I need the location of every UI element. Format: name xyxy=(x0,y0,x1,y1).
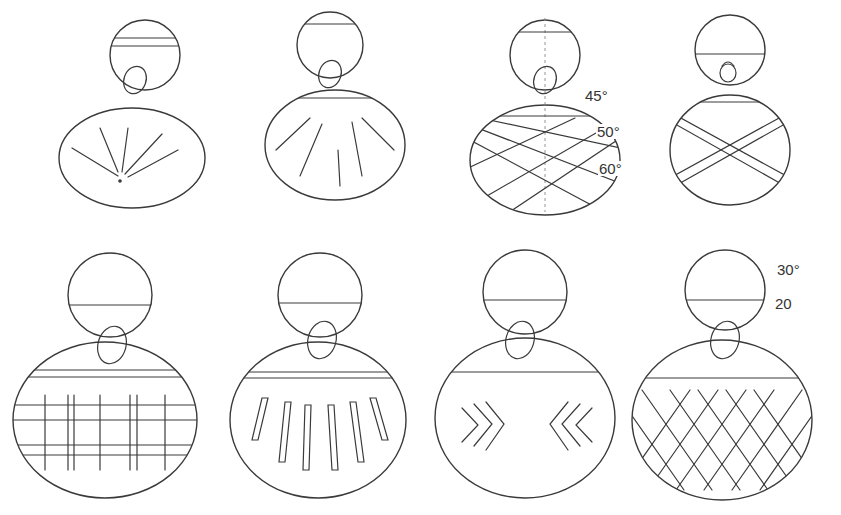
angle-label: 30° xyxy=(776,262,801,277)
guitar-sketch xyxy=(50,20,210,208)
angle-label: 45° xyxy=(584,88,609,103)
guitar-sketch xyxy=(430,250,620,498)
angle-label: 20 xyxy=(774,296,793,311)
angle-label: 50° xyxy=(596,124,621,139)
guitar-sketch xyxy=(665,15,795,205)
angle-label: 60° xyxy=(598,161,623,176)
guitar-sketch xyxy=(465,18,630,215)
guitar-sketch xyxy=(614,250,830,500)
guitar-sketch xyxy=(260,12,410,200)
guitar-sketch xyxy=(225,253,410,498)
guitar-sketch xyxy=(10,253,200,498)
